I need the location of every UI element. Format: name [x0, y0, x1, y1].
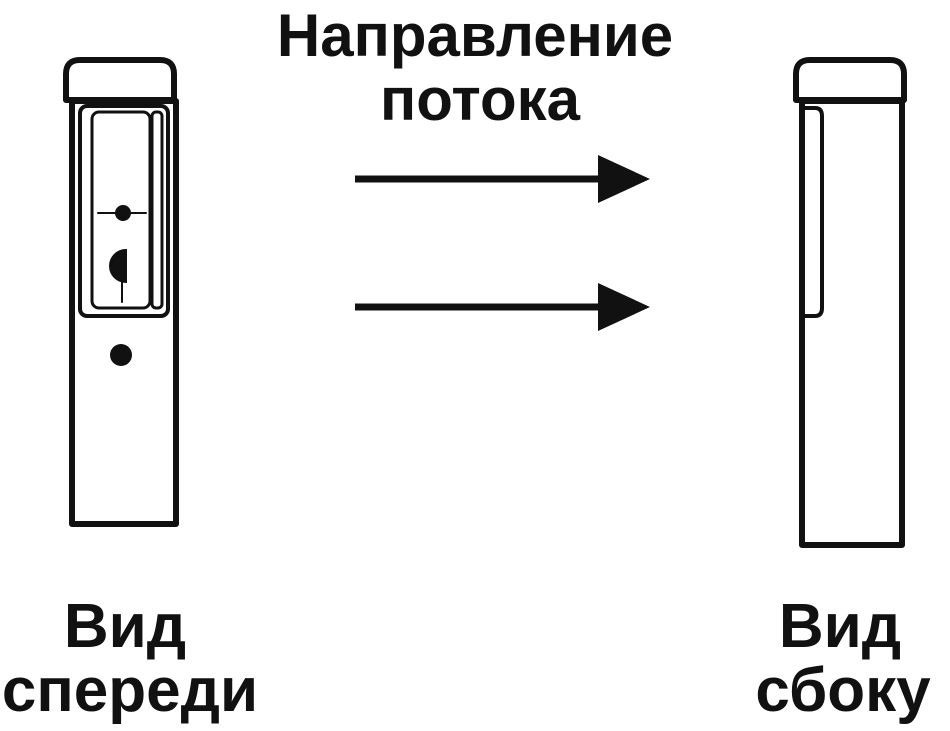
- front-view-device: [63, 57, 179, 527]
- side-device-cap: [793, 57, 907, 103]
- front-sensor-dot: [115, 205, 131, 221]
- front-indicator-dot: [110, 344, 132, 366]
- side-view-label-line2: сбоку: [755, 656, 931, 725]
- front-device-body: [69, 98, 179, 527]
- front-window-outer-frame: [78, 104, 170, 318]
- side-window-profile: [802, 106, 824, 318]
- front-window-inner-frame: [90, 110, 152, 310]
- side-view-device: [793, 57, 907, 548]
- side-view-label-line1: Вид: [778, 592, 902, 661]
- flow-arrows: [355, 155, 650, 331]
- front-view-label-line1: Вид: [63, 592, 187, 661]
- flow-arrow-bottom-head: [598, 283, 650, 331]
- front-view-label-line2: спереди: [1, 656, 259, 725]
- side-device-body: [799, 98, 905, 548]
- front-device-cap: [63, 57, 177, 103]
- flow-direction-title-line1: Направление: [276, 2, 674, 69]
- front-half-disc-lens: [109, 248, 127, 284]
- flow-arrow-top-head: [598, 155, 650, 203]
- front-window-notch: [150, 110, 164, 310]
- flow-direction-title-line2: потока: [379, 66, 581, 133]
